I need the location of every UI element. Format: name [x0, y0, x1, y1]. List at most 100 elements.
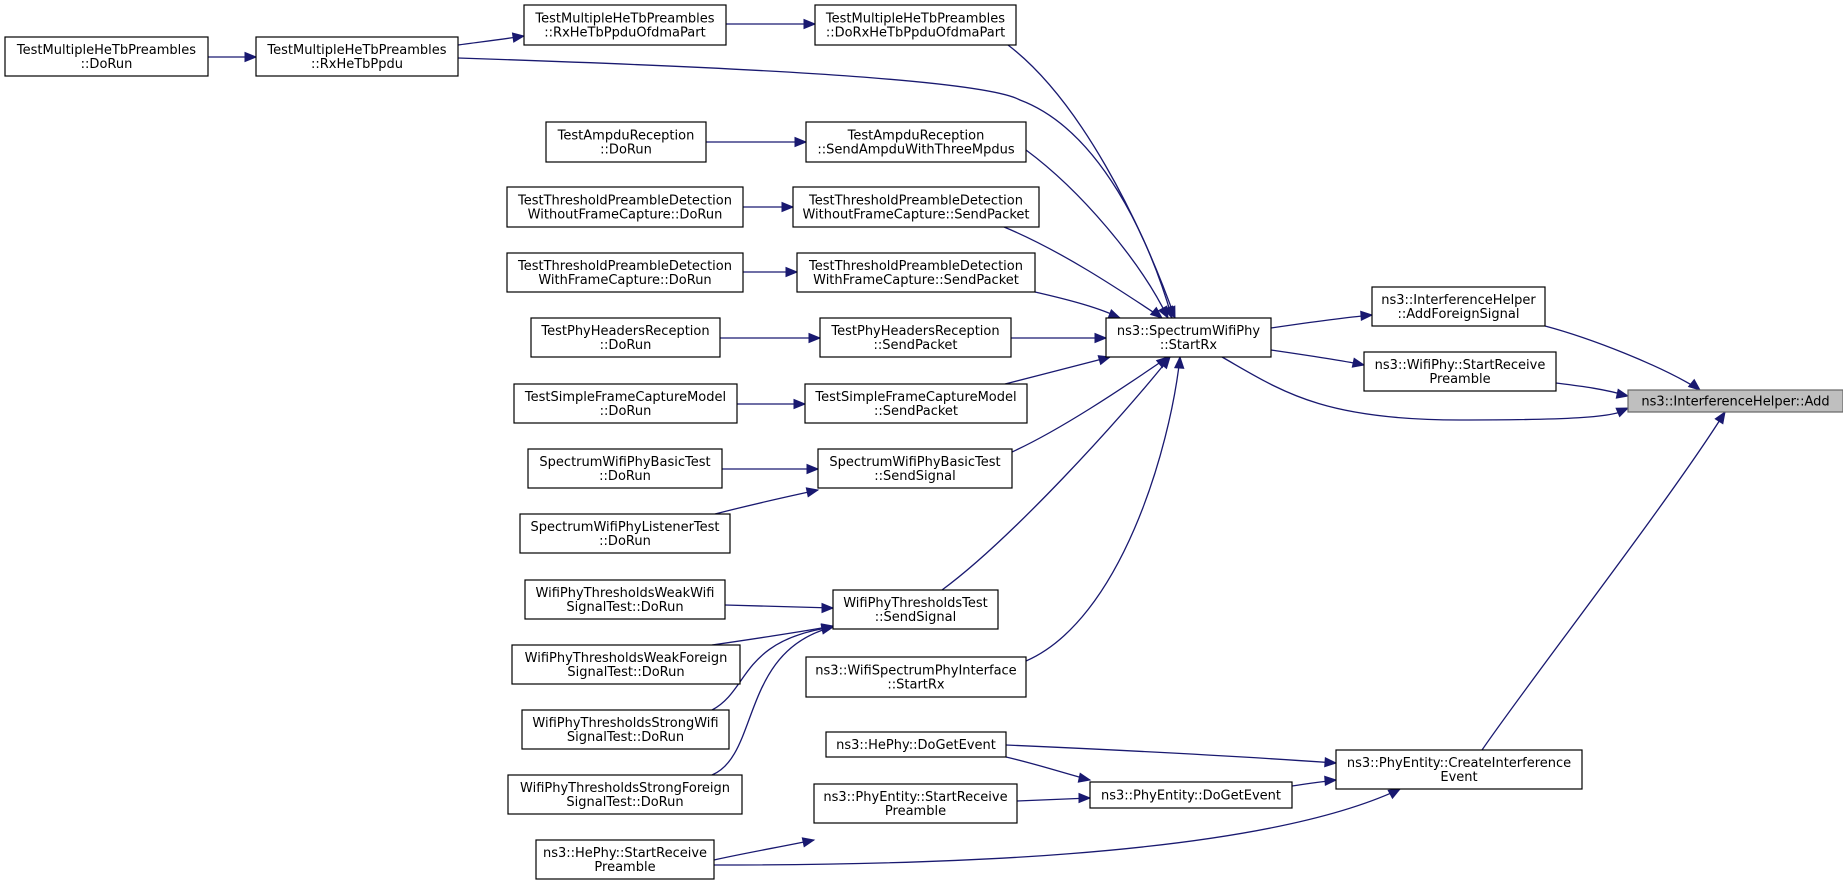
node-label: WifiPhyThresholdsWeakForeign: [525, 651, 728, 666]
node-label: WifiPhyThresholdsStrongWifi: [532, 716, 718, 731]
node-label: ::AddForeignSignal: [1398, 307, 1520, 322]
graph-node-doRxHeTbOfdma[interactable]: TestMultipleHeTbPreambles::DoRxHeTbPpduO…: [814, 4, 1017, 46]
graph-node-wDoRun[interactable]: TestThresholdPreambleDetectionWithFrameC…: [506, 252, 744, 293]
node-box[interactable]: [4, 36, 209, 77]
graph-node-hePhyDoGet[interactable]: ns3::HePhy::DoGetEvent: [825, 731, 1007, 758]
graph-node-strongWifi[interactable]: WifiPhyThresholdsStrongWifiSignalTest::D…: [521, 709, 730, 750]
node-box[interactable]: [817, 448, 1013, 489]
node-box[interactable]: [1335, 749, 1583, 790]
graph-node-sfcSend[interactable]: TestSimpleFrameCaptureModel::SendPacket: [804, 383, 1028, 424]
graph-node-weakForeign[interactable]: WifiPhyThresholdsWeakForeignSignalTest::…: [511, 644, 741, 685]
graph-node-hdrSend[interactable]: TestPhyHeadersReception::SendPacket: [819, 317, 1012, 358]
edge-arrowhead: [1107, 308, 1122, 319]
graph-node-rxHeTbOfdma[interactable]: TestMultipleHeTbPreambles::RxHeTbPpduOfd…: [523, 4, 727, 46]
node-label: ::StartRx: [887, 678, 945, 693]
graph-node-add[interactable]: ns3::InterferenceHelper::Add: [1627, 389, 1843, 413]
node-box[interactable]: [521, 709, 730, 750]
call-edge: [713, 837, 816, 861]
edges-layer: [208, 18, 1726, 866]
node-box[interactable]: [545, 121, 707, 163]
node-label: ns3::PhyEntity::StartReceive: [823, 790, 1007, 805]
graph-node-hdrDoRun[interactable]: TestPhyHeadersReception::DoRun: [530, 317, 721, 358]
node-box[interactable]: [813, 783, 1018, 824]
node-box[interactable]: [527, 448, 723, 489]
node-label: WifiPhyThresholdsTest: [843, 596, 988, 611]
node-box[interactable]: [506, 186, 744, 228]
node-box[interactable]: [535, 839, 715, 880]
node-box[interactable]: [1105, 317, 1272, 358]
node-box[interactable]: [819, 317, 1012, 358]
edge-arrowhead: [803, 18, 817, 30]
graph-node-addForeign[interactable]: ns3::InterferenceHelper::AddForeignSigna…: [1371, 286, 1546, 327]
graph-node-wSend[interactable]: TestThresholdPreambleDetectionWithFrameC…: [796, 252, 1036, 293]
node-label: WithFrameCapture::SendPacket: [813, 273, 1019, 288]
node-label: ::RxHeTbPpdu: [311, 57, 403, 72]
graph-node-ampduDoRun[interactable]: TestAmpduReception::DoRun: [545, 121, 707, 163]
node-box[interactable]: [1371, 286, 1546, 327]
call-edge: [941, 355, 1171, 591]
node-box[interactable]: [530, 317, 721, 358]
node-box[interactable]: [792, 186, 1040, 228]
node-box[interactable]: [519, 513, 731, 554]
call-edge: [1025, 355, 1185, 662]
edge-arrowhead: [1077, 772, 1092, 783]
graph-node-multiDoRun[interactable]: TestMultipleHeTbPreambles::DoRun: [4, 36, 209, 77]
call-edge: [722, 463, 820, 475]
edge-arrowhead: [1094, 332, 1108, 344]
graph-node-woDoRun[interactable]: TestThresholdPreambleDetectionWithoutFra…: [506, 186, 744, 228]
graph-node-rxHeTbPpdu[interactable]: TestMultipleHeTbPreambles::RxHeTbPpdu: [255, 36, 459, 77]
graph-node-sendAmpdu[interactable]: TestAmpduReception::SendAmpduWithThreeMp…: [805, 121, 1027, 163]
node-label: TestMultipleHeTbPreambles: [16, 43, 196, 58]
node-box[interactable]: [825, 731, 1007, 758]
node-box[interactable]: [796, 252, 1036, 293]
graph-node-basicDoRun[interactable]: SpectrumWifiPhyBasicTest::DoRun: [527, 448, 723, 489]
edge-arrowhead: [1174, 355, 1185, 369]
graph-node-weakWifi[interactable]: WifiPhyThresholdsWeakWifiSignalTest::DoR…: [524, 579, 726, 620]
node-box[interactable]: [1089, 781, 1293, 809]
node-label: ::RxHeTbPpduOfdmaPart: [544, 26, 705, 41]
graph-node-listenerDoRun[interactable]: SpectrumWifiPhyListenerTest::DoRun: [519, 513, 731, 554]
node-box[interactable]: [524, 579, 726, 620]
node-label: Preamble: [594, 860, 655, 875]
node-label: TestSimpleFrameCaptureModel: [524, 390, 726, 405]
edge-line: [1034, 291, 1121, 319]
edge-line: [1025, 356, 1181, 662]
graph-node-spectrumStartRx[interactable]: ns3::SpectrumWifiPhy::StartRx: [1105, 317, 1272, 358]
edge-line: [457, 57, 1173, 319]
graph-node-woSend[interactable]: TestThresholdPreambleDetectionWithoutFra…: [792, 186, 1040, 228]
call-edge: [724, 602, 835, 614]
edge-line: [1481, 411, 1726, 751]
node-box[interactable]: [814, 4, 1017, 46]
node-box[interactable]: [804, 383, 1028, 424]
node-box[interactable]: [832, 589, 999, 630]
node-box[interactable]: [805, 656, 1027, 698]
edge-arrowhead: [821, 602, 835, 614]
call-edge: [1005, 756, 1092, 783]
graph-node-phyEntDoGet[interactable]: ns3::PhyEntity::DoGetEvent: [1089, 781, 1293, 809]
graph-node-basicSend[interactable]: SpectrumWifiPhyBasicTest::SendSignal: [817, 448, 1013, 489]
node-box[interactable]: [513, 383, 738, 424]
node-label: WithoutFrameCapture::SendPacket: [802, 208, 1029, 223]
graph-node-strongForeign[interactable]: WifiPhyThresholdsStrongForeignSignalTest…: [507, 774, 743, 815]
graph-node-specIfStartRx[interactable]: ns3::WifiSpectrumPhyInterface::StartRx: [805, 656, 1027, 698]
edge-line: [1004, 356, 1111, 385]
node-box[interactable]: [805, 121, 1027, 163]
node-label: ::SendSignal: [874, 469, 955, 484]
node-box[interactable]: [511, 644, 741, 685]
node-box[interactable]: [255, 36, 459, 77]
node-label: ns3::HePhy::StartReceive: [543, 846, 707, 861]
graph-node-thrSend[interactable]: WifiPhyThresholdsTest::SendSignal: [832, 589, 999, 630]
nodes-layer: ns3::InterferenceHelper::Add ns3::Interfe…: [4, 4, 1843, 880]
node-box[interactable]: [1627, 389, 1843, 413]
call-edge: [1034, 291, 1122, 319]
node-box[interactable]: [523, 4, 727, 46]
node-box[interactable]: [1363, 351, 1557, 392]
node-box[interactable]: [506, 252, 744, 293]
node-label: TestAmpduReception: [557, 129, 695, 144]
node-box[interactable]: [507, 774, 743, 815]
graph-node-sfcDoRun[interactable]: TestSimpleFrameCaptureModel::DoRun: [513, 383, 738, 424]
